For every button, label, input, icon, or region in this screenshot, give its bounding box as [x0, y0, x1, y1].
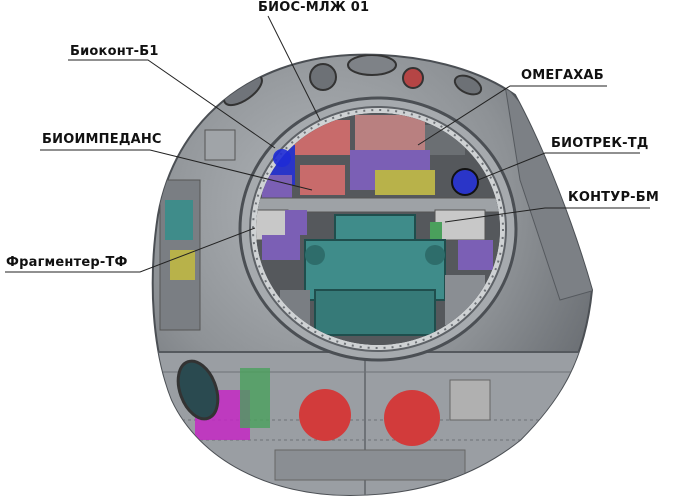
label-bios-mlzh: БИОС-МЛЖ 01: [258, 0, 370, 15]
label-biokont: Биоконт-Б1: [70, 44, 159, 59]
label-biotrek: БИОТРЕК-ТД: [551, 136, 649, 151]
leader-lines: [5, 15, 650, 273]
blue-light: [273, 149, 291, 167]
porthole: [238, 96, 518, 362]
label-bioimpedans: БИОИМПЕДАНС: [42, 132, 162, 147]
label-kontur: КОНТУР-БМ: [568, 190, 660, 205]
label-fragmenter: Фрагментер-ТФ: [6, 255, 128, 270]
label-omegahab: ОМЕГАХАБ: [521, 68, 604, 83]
